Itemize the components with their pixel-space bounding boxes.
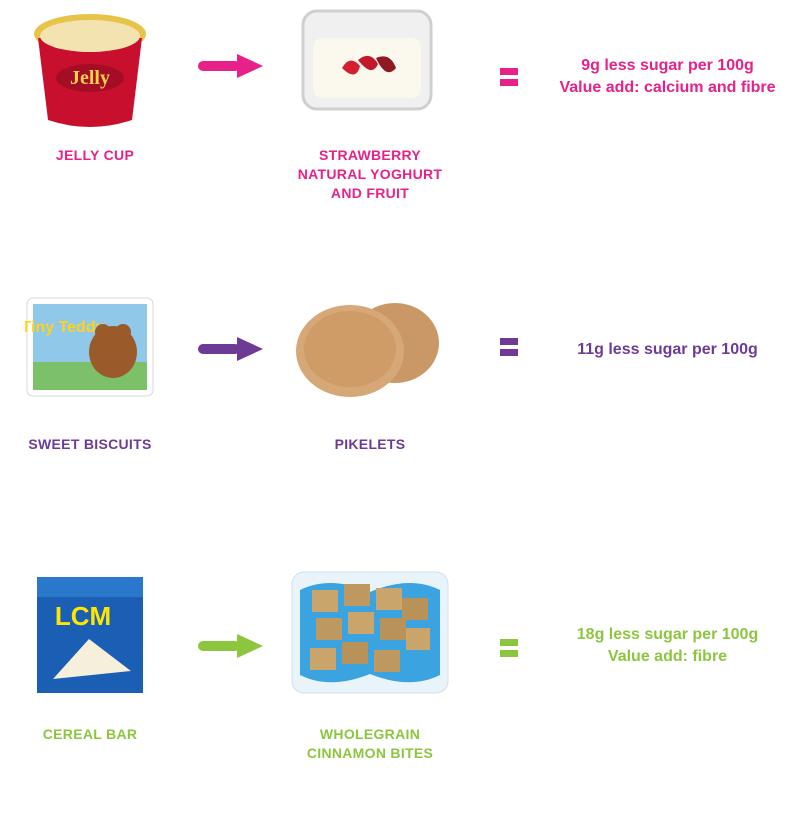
yoghurt-strawberry-container-image — [301, 9, 433, 111]
purple-arrow-icon — [198, 337, 263, 361]
pink-arrow-icon — [198, 54, 263, 78]
tiny-teddy-biscuit-pack-image: Tiny Teddy — [25, 297, 154, 397]
from-label: JELLY CUP — [55, 147, 135, 163]
equals-icon — [500, 68, 518, 86]
benefit-text: 9g less sugar per 100g Value add: calciu… — [559, 57, 776, 96]
swap-row-jelly: Jelly JELLY CUP STRAWBERRY NATURAL YOGHU… — [0, 0, 800, 260]
lcm-cereal-bar-box-image: LCM — [37, 577, 143, 693]
swap-row-biscuits: Tiny Teddy SWEET BISCUITS PIKELETS 11g l… — [0, 270, 800, 530]
from-label: CEREAL BAR — [42, 726, 138, 742]
equals-icon — [500, 338, 518, 356]
benefit-text: 18g less sugar per 100g Value add: fibre — [576, 626, 759, 665]
benefit-text: 11g less sugar per 100g — [577, 341, 758, 358]
to-label: STRAWBERRY NATURAL YOGHURT AND FRUIT — [297, 147, 443, 201]
jelly-cup-image: Jelly — [34, 14, 146, 127]
to-label: PIKELETS — [334, 436, 406, 452]
swap-row-cereal-bar: LCM CEREAL BAR WHOLEGRAIN CINNAMON BITES… — [0, 560, 800, 820]
equals-icon — [500, 639, 518, 657]
cinnamon-bites-bowl-image — [291, 571, 449, 694]
lcm-brand-text: LCM — [55, 601, 111, 631]
green-arrow-icon — [198, 634, 263, 658]
pikelets-image — [296, 303, 439, 397]
to-label: WHOLEGRAIN CINNAMON BITES — [306, 726, 434, 761]
jelly-brand-text: Jelly — [70, 67, 110, 89]
from-label: SWEET BISCUITS — [28, 436, 152, 452]
tiny-teddy-brand-text: Tiny Teddy — [25, 319, 105, 336]
